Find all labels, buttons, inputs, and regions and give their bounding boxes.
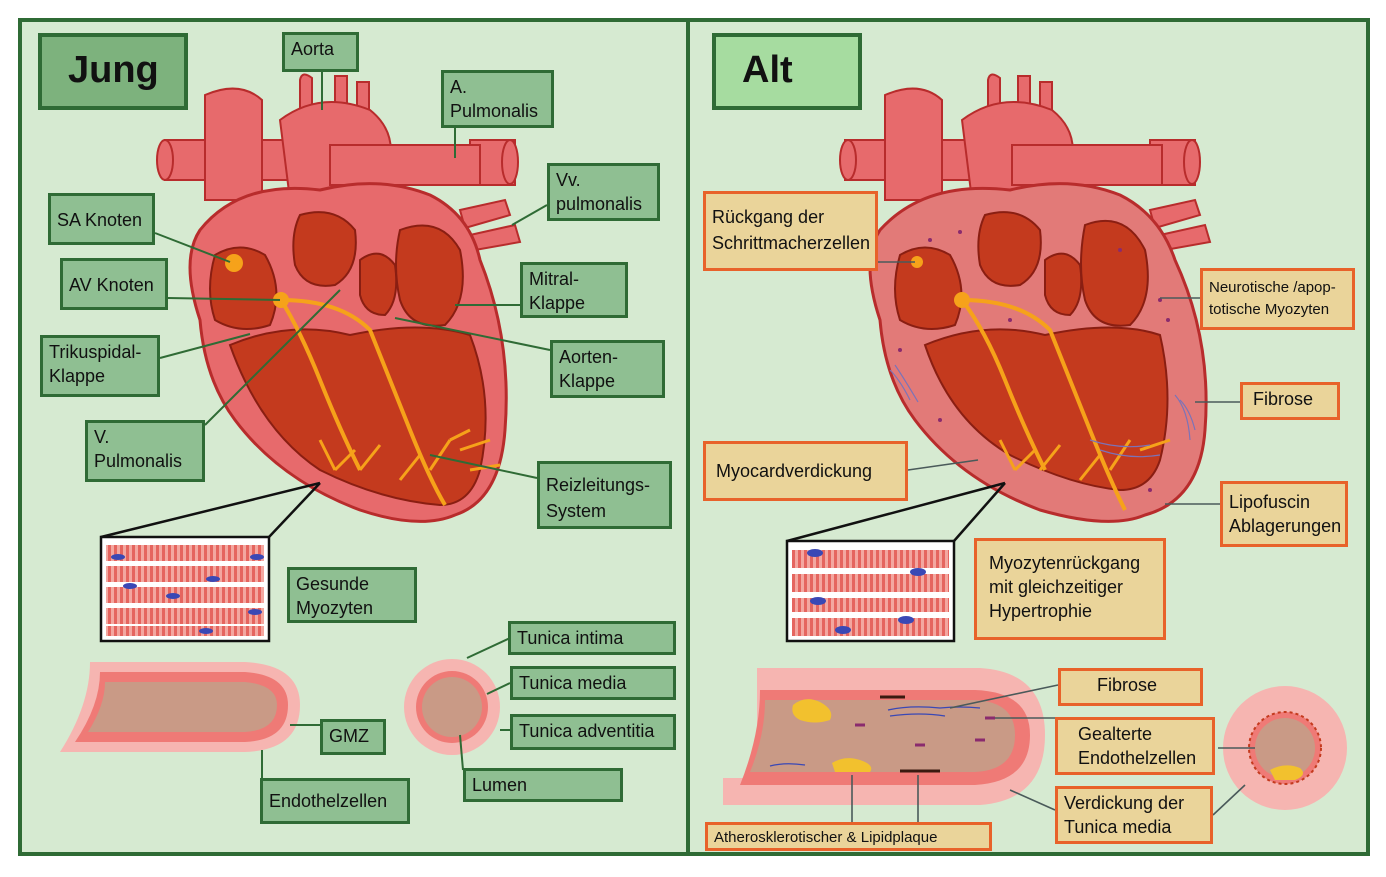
- label-fibrose-vessel: Fibrose: [1058, 668, 1203, 706]
- myocytes-young: [99, 481, 321, 643]
- title-jung: Jung: [38, 33, 188, 110]
- label-myozytenrueckgang: Myozytenrückgang mit gleichzeitiger Hype…: [974, 538, 1166, 640]
- label-a-pulmonalis: A. Pulmonalis: [441, 70, 554, 128]
- label-atherosklerotischer-lipidplaque: Atherosklerotischer & Lipidplaque: [705, 822, 992, 851]
- label-trikuspidal-klappe: Trikuspidal- Klappe: [40, 335, 160, 397]
- label-gmz: GMZ: [320, 719, 386, 755]
- vessel-longitudinal-young: [60, 662, 300, 752]
- label-fibrose-heart: Fibrose: [1240, 382, 1340, 420]
- label-sa-knoten: SA Knoten: [48, 193, 155, 245]
- leader-lines-old: [851, 261, 1255, 822]
- label-verdickung-tunica-media: Verdickung der Tunica media: [1055, 786, 1213, 844]
- leader-lines-young: [154, 72, 551, 780]
- label-aorta: Aorta: [282, 32, 359, 72]
- myocytes-old: [785, 481, 1006, 643]
- label-vv-pulmonalis: Vv. pulmonalis: [547, 163, 660, 221]
- label-mitral-klappe: Mitral- Klappe: [520, 262, 628, 318]
- label-rueckgang-schrittmacherzellen: Rückgang der Schrittmacherzellen: [703, 191, 878, 271]
- title-alt: Alt: [712, 33, 862, 110]
- vessel-cross-section-young: [404, 659, 500, 755]
- label-gesunde-myozyten: Gesunde Myozyten: [287, 567, 417, 623]
- label-endothelzellen: Endothelzellen: [260, 778, 410, 824]
- heart-old: [839, 73, 1212, 523]
- label-v-pulmonalis: V. Pulmonalis: [85, 420, 205, 482]
- label-gealterte-endothelzellen: Gealterte Endothelzellen: [1055, 717, 1215, 775]
- label-tunica-media: Tunica media: [510, 666, 676, 700]
- label-lumen: Lumen: [463, 768, 623, 802]
- label-tunica-intima: Tunica intima: [508, 621, 676, 655]
- heart-young: [156, 73, 522, 523]
- label-lipofuscin-ablagerungen: Lipofuscin Ablagerungen: [1220, 481, 1348, 547]
- label-neurotische-myozyten: Neurotische /apop- totische Myozyten: [1200, 268, 1355, 330]
- label-reizleitungs-system: Reizleitungs- System: [537, 461, 672, 529]
- label-tunica-adventitia: Tunica adventitia: [510, 714, 676, 750]
- vessel-cross-section-old: [1223, 686, 1347, 810]
- label-aorten-klappe: Aorten- Klappe: [550, 340, 665, 398]
- label-av-knoten: AV Knoten: [60, 258, 168, 310]
- vessel-longitudinal-old: [723, 668, 1045, 805]
- label-myocardverdickung: Myocardverdickung: [703, 441, 908, 501]
